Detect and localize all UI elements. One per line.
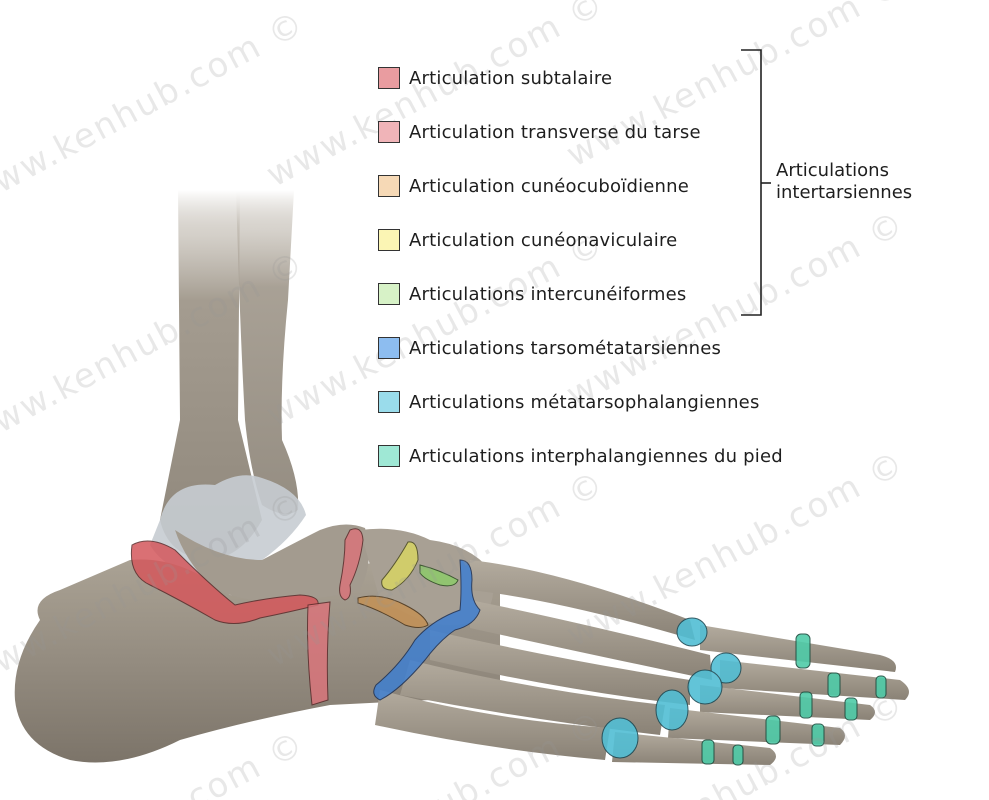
- tarsometatarsal-joint: [373, 559, 481, 701]
- legend-item-transverse-tarsal: Articulation transverse du tarse: [378, 120, 701, 144]
- intertarsal-group-bracket: [741, 49, 771, 316]
- legend-label: Articulations interphalangiennes du pied: [409, 445, 783, 467]
- metatarsals: [375, 560, 712, 760]
- legend-label: Articulation subtalaire: [409, 67, 613, 89]
- fibula: [236, 190, 299, 514]
- transverse-tarsal-joint-upper: [339, 528, 364, 601]
- swatch-subtalar: [378, 67, 400, 89]
- tibia: [160, 190, 262, 560]
- intercuneiform-joint: [419, 564, 459, 587]
- legend-label: Articulations intercunéiformes: [409, 283, 687, 305]
- legend-item-interphalangeal: Articulations interphalangiennes du pied: [378, 444, 783, 468]
- legend-label: Articulations tarsométatarsiennes: [409, 337, 722, 359]
- interphalangeal-joints: [701, 633, 887, 766]
- legend-item-metatarsophalangeal: Articulations métatarsophalangiennes: [378, 390, 760, 414]
- cuneocuboid-joint: [357, 595, 429, 628]
- legend-item-intercuneiform: Articulations intercunéiformes: [378, 282, 686, 306]
- swatch-cuneocuboid: [378, 175, 400, 197]
- swatch-intercuneiform: [378, 283, 400, 305]
- group-label-line2: intertarsiennes: [776, 182, 913, 203]
- swatch-cuneonavicular: [378, 229, 400, 251]
- legend-item-tarsometatarsal: Articulations tarsométatarsiennes: [378, 336, 721, 360]
- swatch-metatarsophalangeal: [378, 391, 400, 413]
- swatch-transverse-tarsal: [378, 121, 400, 143]
- legend-item-cuneocuboid: Articulation cunéocuboïdienne: [378, 174, 689, 198]
- talus: [175, 524, 369, 601]
- intertarsal-group-label: Articulations intertarsiennes: [776, 160, 912, 204]
- cuneonavicular-joint: [381, 541, 419, 591]
- legend-label: Articulation cunéocuboïdienne: [409, 175, 690, 197]
- swatch-tarsometatarsal: [378, 337, 400, 359]
- legend-item-subtalar: Articulation subtalaire: [378, 66, 612, 90]
- legend-label: Articulations métatarsophalangiennes: [409, 391, 760, 413]
- legend-item-cuneonavicular: Articulation cunéonaviculaire: [378, 228, 677, 252]
- group-label-line1: Articulations: [776, 160, 889, 181]
- metatarsophalangeal-joints: [601, 617, 742, 759]
- legend-label: Articulation cunéonaviculaire: [409, 229, 678, 251]
- swatch-interphalangeal: [378, 445, 400, 467]
- legend-label: Articulation transverse du tarse: [409, 121, 701, 143]
- transverse-tarsal-joint-lower: [307, 601, 331, 706]
